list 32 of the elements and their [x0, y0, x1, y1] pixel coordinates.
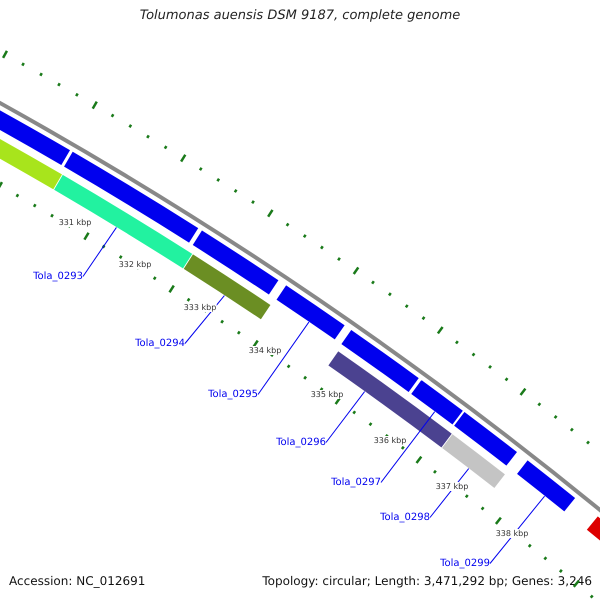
leader-line: [326, 391, 366, 443]
scale-label: 336 kbp: [374, 436, 406, 445]
leader-line: [82, 226, 117, 277]
gene-label: Tola_0299: [440, 558, 490, 569]
accession-text: Accession: NC_012691: [9, 574, 146, 588]
gene-label: Tola_0297: [331, 477, 381, 488]
leader-line: [184, 295, 225, 344]
gene-label: Tola_0294: [135, 338, 185, 349]
gene-label: Tola_0298: [380, 512, 430, 523]
gene-bar: [410, 379, 464, 426]
scale-label: 331 kbp: [58, 218, 92, 227]
leader-line: [490, 496, 546, 564]
gene-bar: [516, 459, 576, 512]
gene-bar: [182, 253, 272, 320]
gene-label: Tola_0296: [276, 437, 326, 448]
scale-label: 334 kbp: [248, 346, 282, 355]
chart-title: Tolumonas auensis DSM 9187, complete genome: [138, 8, 462, 23]
scale-label: 333 kbp: [184, 303, 216, 312]
scale-label: 337 kbp: [436, 482, 468, 491]
gene-label: Tola_0295: [208, 389, 258, 400]
gene-bar: [327, 350, 453, 448]
gene-bar: [276, 284, 346, 340]
gene-bar: [192, 230, 280, 296]
leader-line: [380, 411, 436, 483]
scale-label: 335 kbp: [310, 390, 344, 399]
genome-stats-text: Topology: circular; Length: 3,471,292 bp; Genes: 3,246: [262, 574, 592, 588]
gene-bar: [53, 174, 194, 270]
scale-label: 338 kbp: [496, 529, 528, 538]
scale-label: 332 kbp: [118, 260, 152, 269]
gene-label: Tola_0293: [33, 271, 83, 282]
gene-bar: [453, 411, 518, 467]
leader-line: [258, 322, 310, 395]
